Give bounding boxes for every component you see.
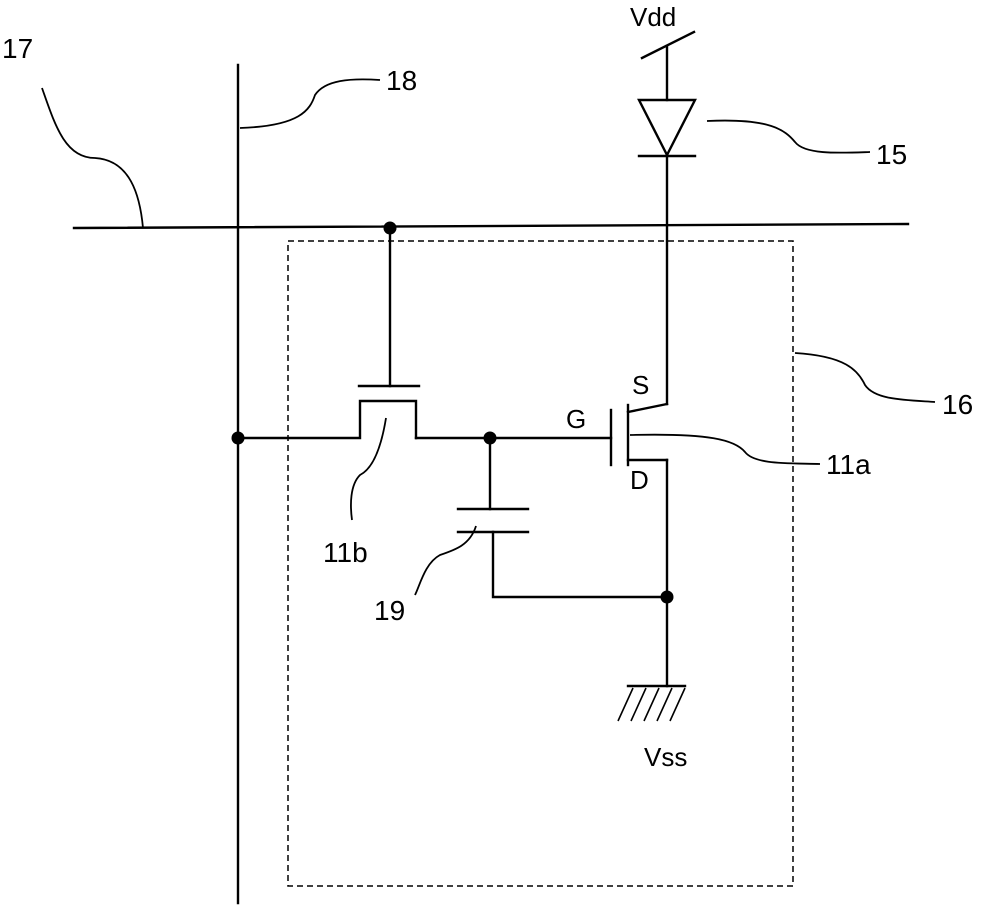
ref-15: 15: [876, 139, 907, 170]
label-vdd: Vdd: [630, 2, 676, 32]
scan-line: [74, 224, 908, 228]
junction-scan: [384, 222, 397, 235]
junction-drain: [661, 591, 674, 604]
ref-19: 19: [374, 595, 405, 626]
leader-17: [42, 88, 143, 228]
drive-source-lead: [628, 404, 667, 412]
label-vss: Vss: [644, 742, 687, 772]
junction-data: [232, 432, 245, 445]
label-source: S: [632, 370, 649, 400]
leader-19: [415, 526, 476, 595]
switch-channel: [238, 401, 416, 438]
label-drain: D: [630, 465, 649, 495]
junction-gate: [484, 432, 497, 445]
leader-11b: [351, 418, 386, 520]
leader-16: [795, 353, 935, 402]
light-element-diode: [639, 100, 695, 155]
ref-17: 17: [2, 33, 33, 64]
capacitor-return-wire: [493, 532, 667, 597]
label-gate: G: [566, 404, 586, 434]
ground-hatch-icon: [618, 688, 685, 721]
ref-18: 18: [386, 65, 417, 96]
ref-11a: 11a: [826, 449, 871, 480]
ref-11b: 11b: [323, 537, 368, 568]
ref-16: 16: [942, 389, 973, 420]
leader-18: [240, 79, 380, 128]
leader-15: [707, 121, 870, 153]
